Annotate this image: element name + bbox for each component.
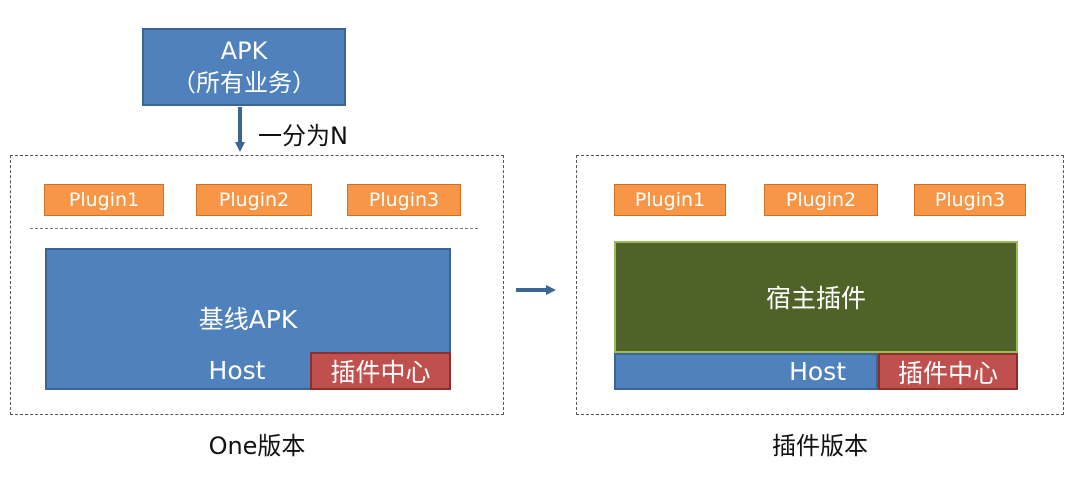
apk-subtitle: （所有业务） bbox=[172, 69, 316, 97]
one-plugin-3: Plugin3 bbox=[347, 184, 461, 216]
pv-plugin-1: Plugin1 bbox=[614, 184, 726, 216]
apk-title: APK bbox=[220, 37, 268, 65]
pv-plugin-2: Plugin2 bbox=[764, 184, 878, 216]
one-plugin-center-box: 插件中心 bbox=[310, 352, 451, 390]
plugin-version-frame bbox=[576, 155, 1064, 415]
one-version-caption: One版本 bbox=[208, 432, 306, 460]
baseline-apk-label: 基线APK bbox=[198, 305, 298, 334]
pv-plugin-center-box: 插件中心 bbox=[878, 353, 1018, 390]
one-plugin-2: Plugin2 bbox=[196, 184, 312, 216]
one-version-frame bbox=[10, 155, 504, 415]
one-host-label: Host bbox=[208, 355, 266, 385]
pv-plugin-3: Plugin3 bbox=[914, 184, 1026, 216]
apk-source-box: APK （所有业务） bbox=[142, 28, 346, 106]
one-plugin-1: Plugin1 bbox=[44, 184, 164, 216]
split-label: 一分为N bbox=[258, 122, 348, 150]
pv-host-strip: Host bbox=[614, 353, 878, 390]
host-plugin-box: 宿主插件 bbox=[614, 241, 1018, 353]
one-separator bbox=[30, 228, 478, 229]
plugin-version-caption: 插件版本 bbox=[772, 432, 868, 460]
